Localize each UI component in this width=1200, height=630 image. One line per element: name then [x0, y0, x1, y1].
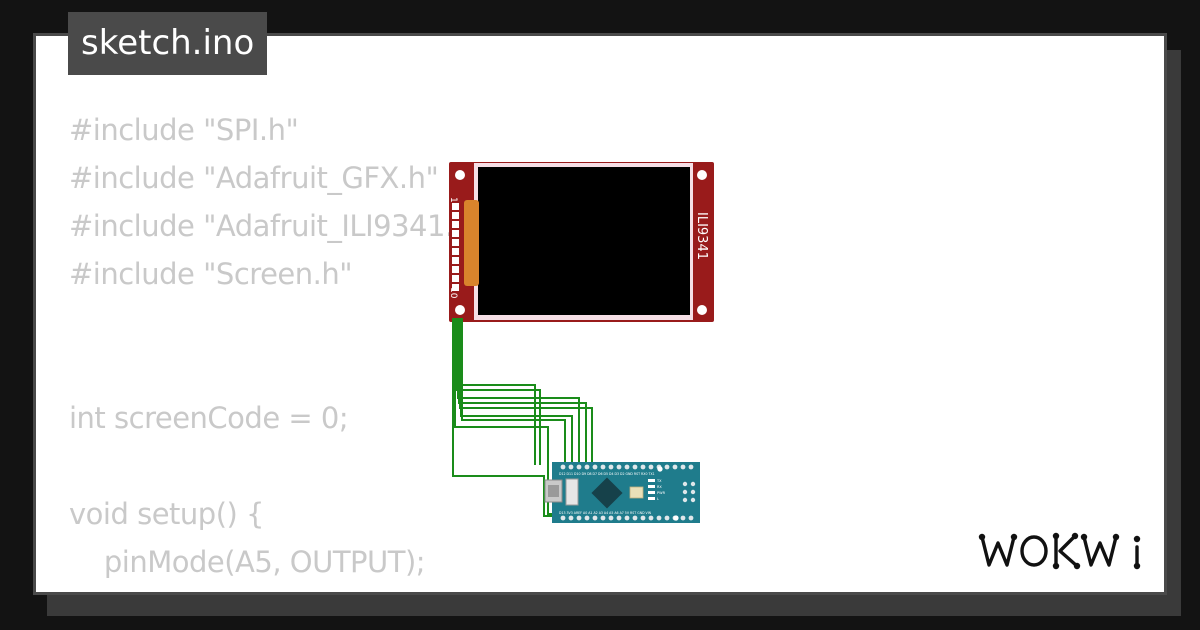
pin-number-last: 10: [448, 287, 458, 299]
wire[interactable]: [455, 318, 536, 465]
wire[interactable]: [452, 318, 556, 517]
mounting-hole: [657, 466, 663, 472]
mounting-hole: [455, 305, 465, 315]
wire[interactable]: [458, 318, 587, 465]
code-line: int screenCode = 0;: [69, 401, 349, 435]
led-label: RX: [657, 485, 662, 489]
code-line: pinMode(A5, OUTPUT);: [69, 545, 426, 579]
tx-led: [648, 479, 655, 482]
pwr-led: [648, 491, 655, 494]
bottom-header-labels: D13 3V3 AREF A0 A1 A2 A3 A4 A5 A6 A7 5V …: [559, 511, 652, 515]
ili9341-display[interactable]: 1 10 ILI9341: [448, 162, 714, 322]
display-model-label: ILI9341: [694, 212, 709, 260]
wires: [452, 318, 593, 517]
mounting-hole: [697, 170, 707, 180]
led-label: PWR: [657, 491, 666, 495]
crystal: [629, 486, 644, 499]
wire[interactable]: [461, 318, 566, 465]
top-pin-header: [560, 464, 694, 470]
wire[interactable]: [456, 318, 541, 465]
file-title-tab[interactable]: sketch.ino: [68, 12, 268, 75]
pin-number-first: 1: [448, 197, 458, 203]
wokwi-logo: [978, 532, 1141, 570]
usb-port-inner: [548, 485, 559, 497]
code-line: #include "Adafruit_GFX.h": [69, 161, 439, 195]
wire[interactable]: [457, 318, 580, 465]
code-editor-preview: #include "SPI.h" #include "Adafruit_GFX.…: [69, 106, 485, 586]
top-header-labels: D12 D11 D10 D9 D8 D7 D6 D5 D4 D3 D2 GND …: [559, 472, 655, 476]
status-leds: TX RX PWR L: [648, 479, 666, 501]
wire[interactable]: [460, 318, 573, 465]
rx-led: [648, 485, 655, 488]
arduino-nano-board[interactable]: D12 D11 D10 D9 D8 D7 D6 D5 D4 D3 D2 GND …: [544, 462, 700, 523]
flex-connector: [464, 200, 479, 286]
led-label: TX: [656, 479, 662, 483]
led-label: L: [657, 497, 659, 501]
mounting-hole: [673, 515, 679, 521]
code-line: #include "SPI.h": [69, 113, 299, 147]
l-led: [648, 497, 655, 500]
icsp-header: [682, 481, 696, 503]
code-line: void setup() {: [69, 497, 265, 531]
display-screen: [478, 167, 690, 315]
code-line: #include "Adafruit_ILI9341.h": [69, 209, 485, 243]
mounting-hole: [697, 305, 707, 315]
reset-button[interactable]: [565, 478, 579, 506]
display-pin-header: [452, 203, 459, 291]
code-line: #include "Screen.h": [69, 257, 353, 291]
mounting-hole: [455, 170, 465, 180]
microcontroller-chip: [591, 477, 623, 509]
